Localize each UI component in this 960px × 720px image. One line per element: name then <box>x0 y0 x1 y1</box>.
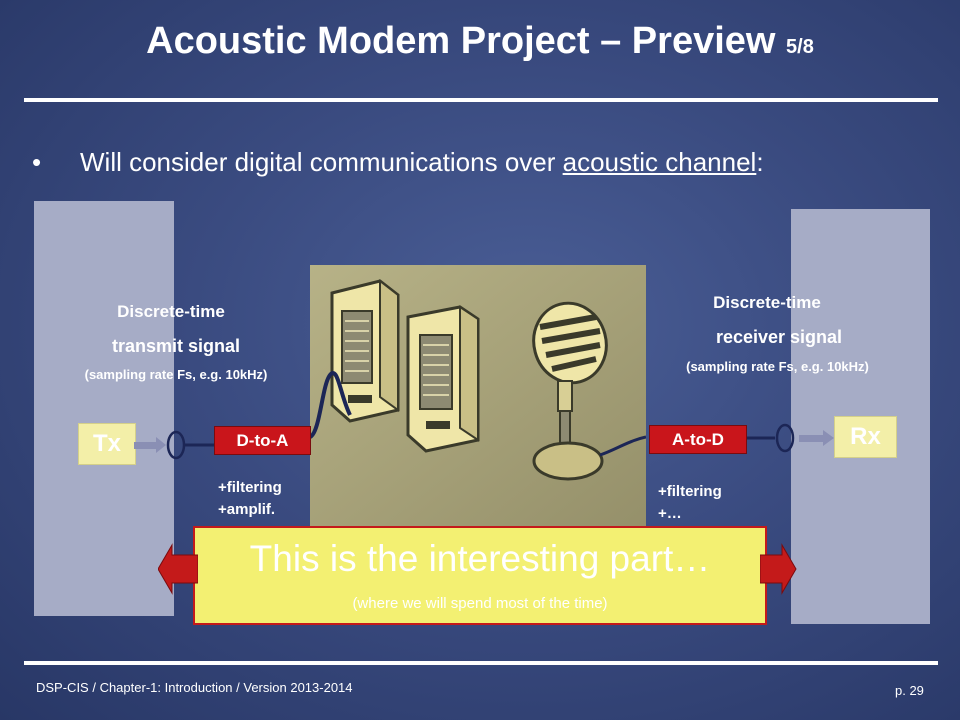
footer-text: DSP-CIS / Chapter-1: Introduction / Vers… <box>36 680 353 695</box>
tx-label-line3: (sampling rate Fs, e.g. 10kHz) <box>84 367 268 382</box>
bullet-dot: • <box>32 147 42 177</box>
plug-icon <box>166 430 216 460</box>
transmitter-panel <box>34 201 174 616</box>
rx-box: Rx <box>834 416 897 458</box>
page-title: Acoustic Modem Project – Preview 5/8 <box>0 20 960 63</box>
speaker-icon <box>406 305 480 453</box>
a-to-d-converter: A-to-D <box>649 425 747 454</box>
arrow-right-icon <box>134 437 166 453</box>
title-text: Acoustic Modem Project – Preview <box>146 20 776 62</box>
interesting-part-callout: This is the interesting part… (where we … <box>193 526 767 625</box>
rx-label-line2: receiver signal <box>715 327 843 347</box>
title-divider <box>24 98 938 102</box>
plug-icon <box>745 423 795 453</box>
microphone-icon <box>532 301 646 481</box>
title-page-counter: 5/8 <box>786 36 814 58</box>
page-number: p. 29 <box>895 683 924 698</box>
speakers-microphone-photo <box>310 265 646 527</box>
adc-note: +filtering +… <box>658 483 722 522</box>
tx-box: Tx <box>78 423 136 465</box>
dac-note: +filtering +amplif. <box>218 479 282 518</box>
bullet-link[interactable]: acoustic channel <box>562 147 757 177</box>
bullet-suffix: : <box>756 147 764 177</box>
arrow-right-icon <box>799 430 834 446</box>
speaker-icon <box>330 278 400 423</box>
tx-label-line2: transmit signal <box>111 336 241 356</box>
d-to-a-converter: D-to-A <box>214 426 311 455</box>
bullet-point: • Will consider digital communications ov… <box>32 147 764 178</box>
arrow-left-icon <box>158 543 198 595</box>
rx-connector <box>745 423 834 453</box>
tx-label-line1: Discrete-time <box>117 302 225 321</box>
bullet-text: Will consider digital communications ove… <box>80 147 563 177</box>
arrow-right-icon <box>760 543 797 595</box>
callout-subline: (where we will spend most of the time) <box>352 595 608 612</box>
footer-divider <box>24 661 938 665</box>
rx-label-line3: (sampling rate Fs, e.g. 10kHz) <box>686 359 869 374</box>
rx-label-line1: Discrete-time <box>713 293 821 312</box>
callout-headline: This is the interesting part… <box>249 538 711 579</box>
tx-connector <box>134 430 216 460</box>
